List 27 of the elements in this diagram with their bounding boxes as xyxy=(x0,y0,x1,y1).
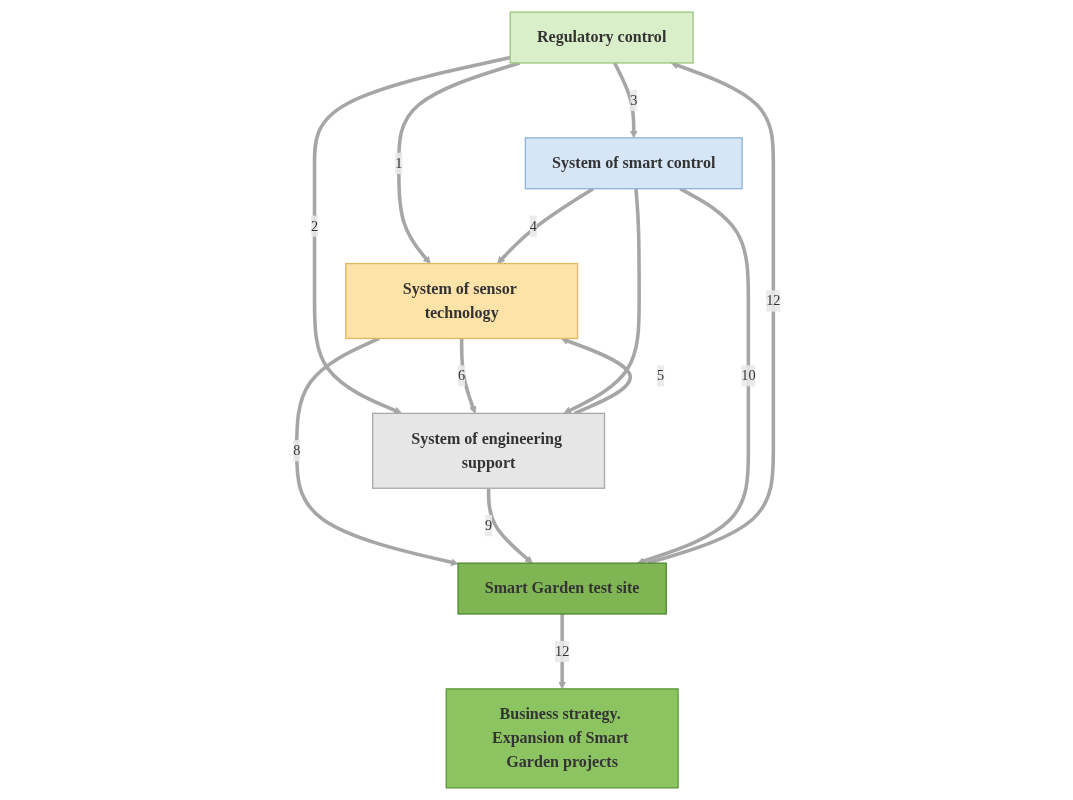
edge-label: 2 xyxy=(310,218,318,234)
arrow xyxy=(459,338,477,414)
node-box: System of smart control xyxy=(524,137,743,190)
node-box: Smart Garden test site xyxy=(457,562,667,615)
edge-label: 12 xyxy=(765,293,781,309)
node-box: System of sensor technology xyxy=(344,262,578,340)
edge-label: 3 xyxy=(629,92,637,108)
edge-label: 6 xyxy=(457,367,465,384)
edge-label: 10 xyxy=(740,367,756,384)
arrow xyxy=(486,488,533,564)
arrow xyxy=(636,187,750,565)
edge-label: 1 xyxy=(394,155,403,171)
arrow xyxy=(496,187,594,264)
arrow xyxy=(612,62,638,139)
arrow xyxy=(646,61,775,565)
edge-label: 5 xyxy=(656,367,664,384)
edge-label: 8 xyxy=(292,442,300,458)
arrow xyxy=(563,188,641,414)
edge-label: 4 xyxy=(529,218,537,234)
edge-label: 9 xyxy=(484,517,492,533)
edge-label: 12 xyxy=(554,643,569,659)
node-box: Regulatory control xyxy=(509,11,694,64)
arrow xyxy=(396,61,520,264)
arrow xyxy=(560,337,632,415)
node-box: Business strategy. Expansion of Smart Garden projects xyxy=(445,688,679,789)
arrow xyxy=(557,614,566,690)
node-box: System of engineering support xyxy=(371,412,605,489)
